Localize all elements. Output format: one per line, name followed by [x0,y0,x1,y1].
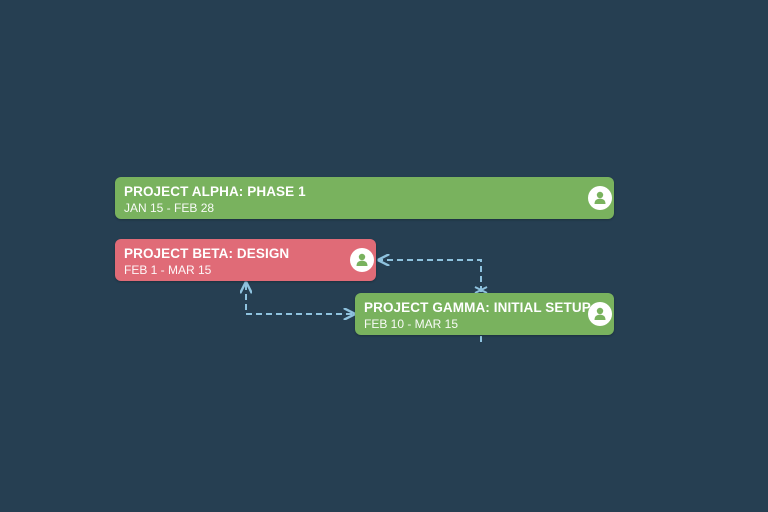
user-icon [594,191,606,204]
task-dates: FEB 10 - MAR 15 [364,317,459,331]
task-title: PROJECT ALPHA: PHASE 1 [124,184,306,199]
assignee-avatar[interactable] [588,186,612,210]
task-title: PROJECT GAMMA: INITIAL SETUP [364,300,591,315]
user-icon [594,307,606,320]
task-bar-project-alpha[interactable]: PROJECT ALPHA: PHASE 1 JAN 15 - FEB 28 [115,177,614,219]
assignee-avatar[interactable] [588,302,612,326]
user-icon [356,253,368,266]
task-dates: FEB 1 - MAR 15 [124,263,212,277]
task-bar-project-gamma[interactable]: PROJECT GAMMA: INITIAL SETUP FEB 10 - MA… [355,293,614,335]
task-dates: JAN 15 - FEB 28 [124,201,215,215]
task-bar-project-beta[interactable]: PROJECT BETA: DESIGN FEB 1 - MAR 15 [115,239,376,281]
dependency-arrow-beta-gamma[interactable] [246,284,353,314]
assignee-avatar[interactable] [350,248,374,272]
task-title: PROJECT BETA: DESIGN [124,246,290,261]
